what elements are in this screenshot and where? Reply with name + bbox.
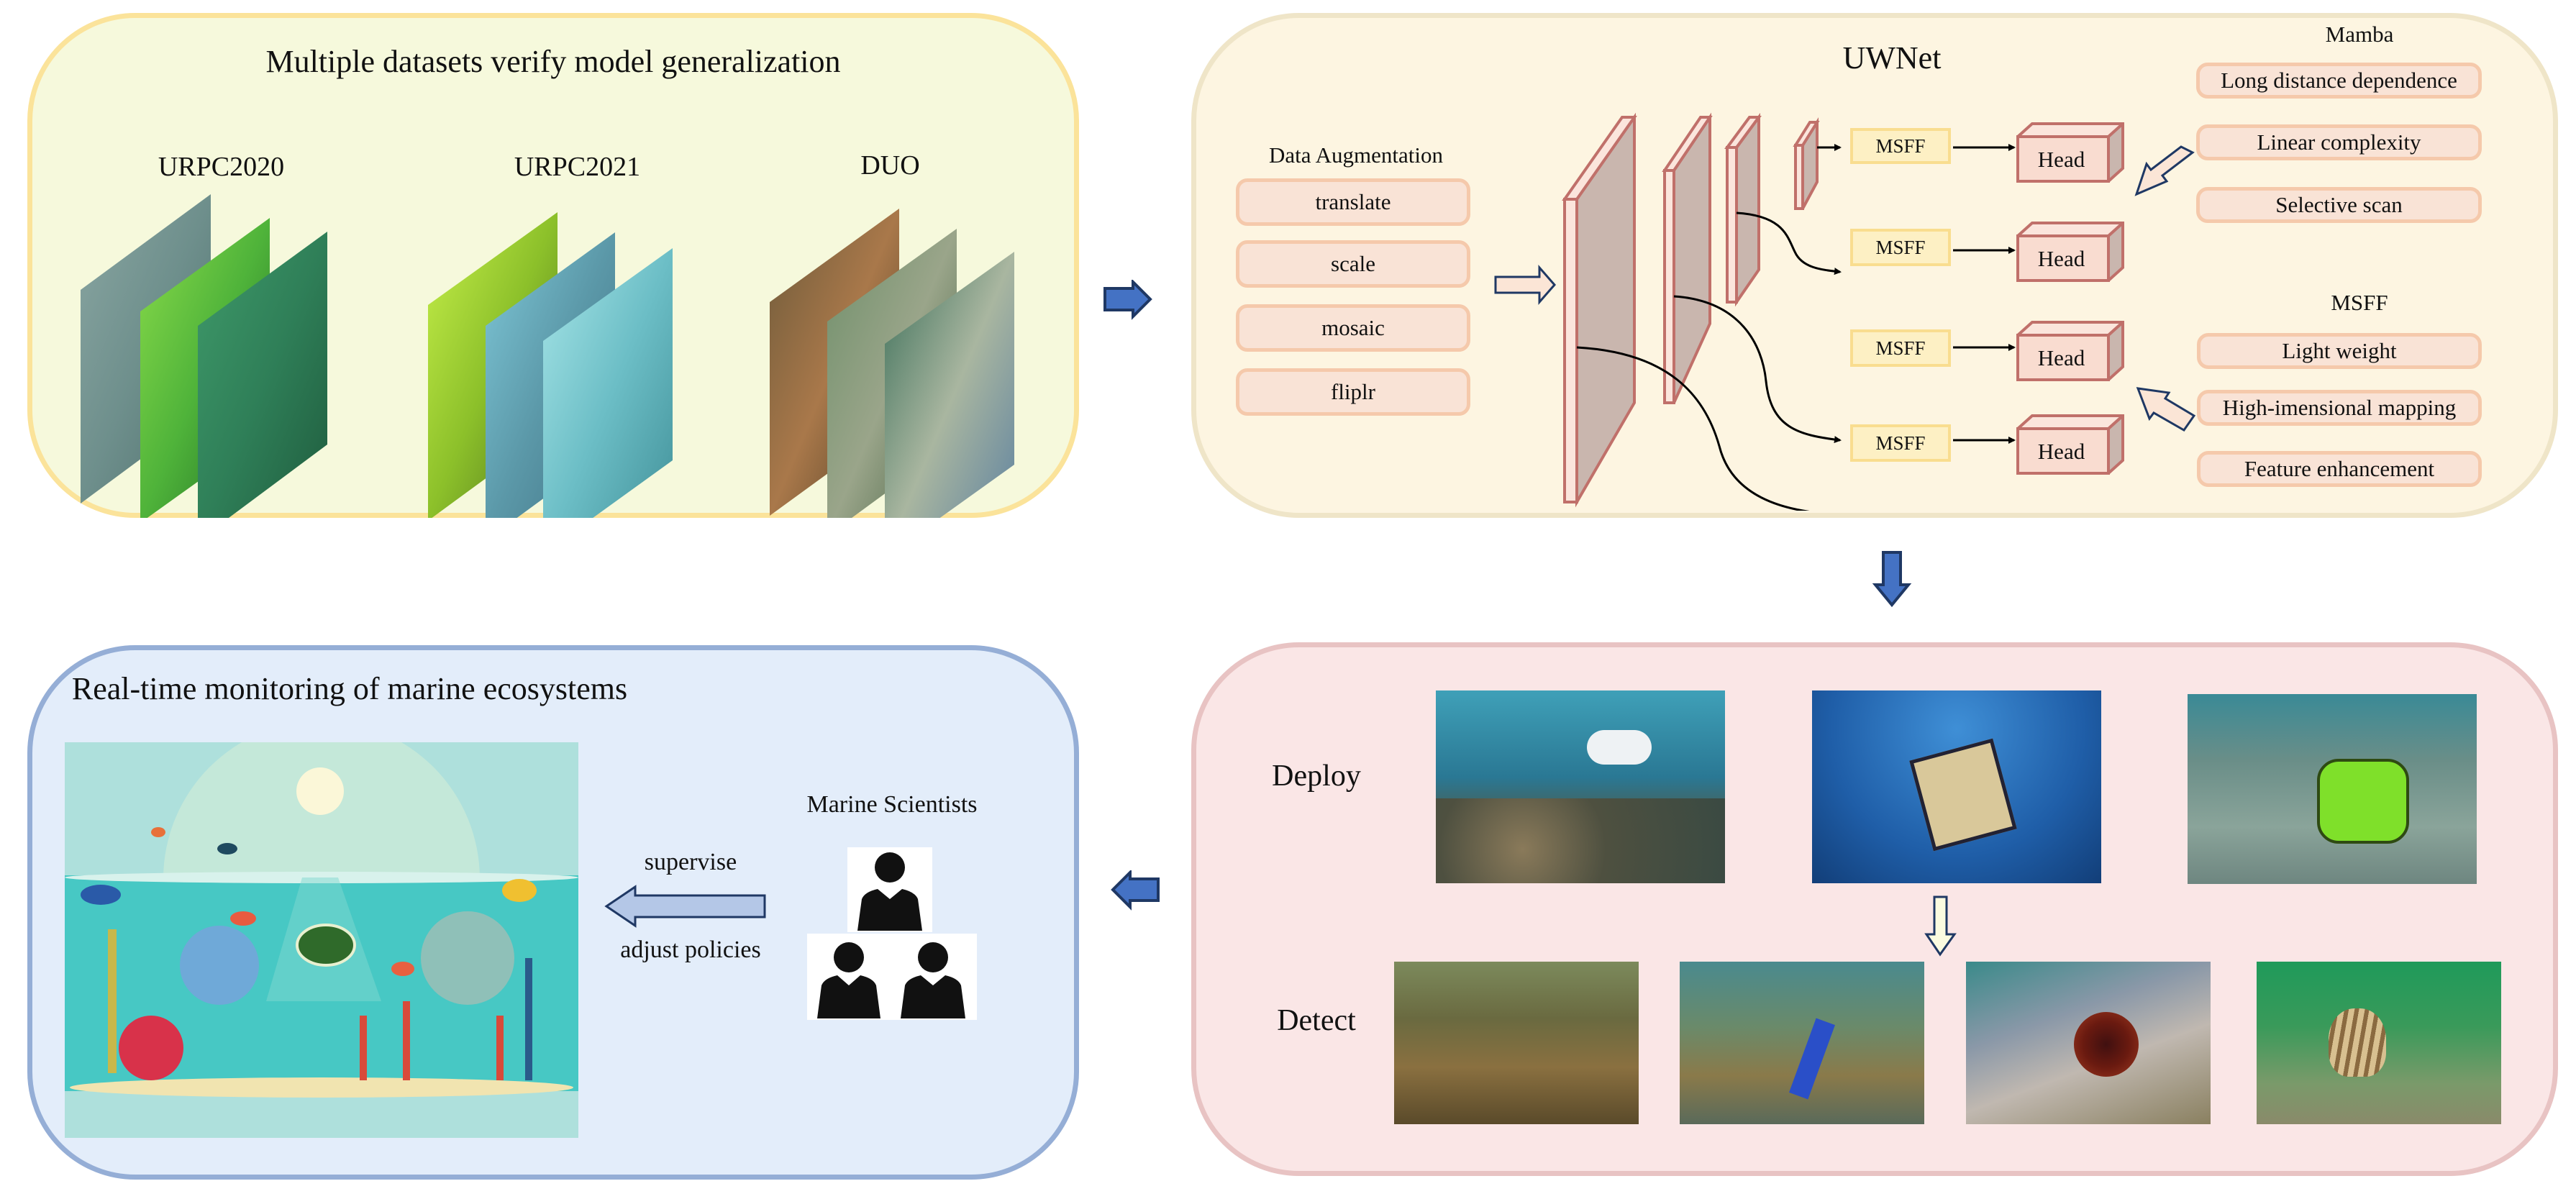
head-box-shape xyxy=(2016,122,2124,183)
msff-block-2: MSFF xyxy=(1850,229,1951,266)
turtle-shape xyxy=(296,924,356,967)
head-label: Head xyxy=(2037,147,2085,172)
dataset-label-urpc2021: URPC2021 xyxy=(514,152,641,182)
head-box-shape xyxy=(2016,222,2124,282)
augmentation-to-backbone-arrow-icon xyxy=(1494,265,1556,305)
backbone-layer-1 xyxy=(1562,112,1637,508)
head-block-3: Head xyxy=(2016,321,2124,381)
coral-shape xyxy=(180,926,259,1005)
sea-urchin-shape xyxy=(2074,1012,2139,1077)
head-label: Head xyxy=(2037,439,2085,464)
head-block-1: Head xyxy=(2016,122,2124,183)
fish-shape xyxy=(230,911,256,926)
head-box-shape xyxy=(2016,321,2124,381)
backbone-layer-2 xyxy=(1662,112,1713,404)
drone-shape xyxy=(1587,730,1652,765)
detect-image-4 xyxy=(2257,962,2501,1124)
coral-reef-illustration xyxy=(65,742,578,1138)
fish-shape xyxy=(391,962,414,976)
green-drone-shape xyxy=(2317,759,2409,844)
detect-label: Detect xyxy=(1277,1004,1356,1037)
marine-scientists-label: Marine Scientists xyxy=(806,791,978,818)
coral-shape xyxy=(119,1016,183,1080)
deploy-image-3 xyxy=(2188,694,2477,884)
dataset-label-urpc2020: URPC2020 xyxy=(158,152,285,182)
backbone-layer-3 xyxy=(1724,112,1762,307)
supervise-arrow-icon xyxy=(604,885,766,928)
rov-shape xyxy=(1909,738,2017,852)
fish-shape xyxy=(81,885,121,905)
connection-layer1-msff4 xyxy=(1576,346,1842,511)
head-block-4: Head xyxy=(2016,414,2124,475)
head-block-2: Head xyxy=(2016,222,2124,282)
augmentation-item-scale: scale xyxy=(1236,240,1470,288)
deploy-image-1 xyxy=(1436,690,1725,883)
flow-arrow-right-icon xyxy=(1103,280,1152,320)
scallop-shape xyxy=(2329,1008,2386,1077)
mamba-to-head-arrow-icon xyxy=(2134,145,2195,196)
urpc2020-image-3 xyxy=(198,232,327,518)
coral-shape xyxy=(421,911,514,1005)
msff-heading: MSFF xyxy=(2331,290,2388,315)
augmentation-item-fliplr: fliplr xyxy=(1236,368,1470,416)
monitoring-title-text: Real-time monitoring of marine ecosystem… xyxy=(71,671,628,706)
mamba-item-selective-scan: Selective scan xyxy=(2196,187,2482,223)
detect-image-1 xyxy=(1394,962,1639,1124)
deploy-to-detect-arrow-icon xyxy=(1924,895,1957,957)
connection-layer3-msff2 xyxy=(1736,211,1842,275)
connection-layer2-msff3 xyxy=(1673,295,1842,444)
sun-icon xyxy=(296,767,344,815)
msff-block-4: MSFF xyxy=(1850,424,1951,462)
fish-shape xyxy=(151,827,165,837)
backbone-layer-4 xyxy=(1793,117,1820,210)
flow-arrow-down-icon xyxy=(1872,551,1912,608)
urpc2021-image-3 xyxy=(543,248,673,518)
msff-item-high-dimensional-mapping: High-imensional mapping xyxy=(2197,390,2482,426)
uwnet-title: UWNet xyxy=(1842,40,1942,76)
head-label: Head xyxy=(2037,246,2085,271)
head-box-shape xyxy=(2016,414,2124,475)
duo-image-3 xyxy=(885,252,1014,518)
msff-item-light-weight: Light weight xyxy=(2197,333,2482,369)
detect-image-3 xyxy=(1966,962,2211,1124)
msff-block-3: MSFF xyxy=(1850,329,1951,367)
backbone-diagram xyxy=(1562,112,2016,511)
dataset-image-stacks xyxy=(81,194,1014,518)
dataset-label-duo: DUO xyxy=(860,150,920,181)
augmentation-item-mosaic: mosaic xyxy=(1236,304,1470,352)
head-label: Head xyxy=(2037,345,2085,370)
marine-scientists-icon xyxy=(807,847,977,1020)
deploy-label: Deploy xyxy=(1272,760,1361,793)
flow-arrow-left-icon xyxy=(1111,870,1160,911)
augmentation-item-translate: translate xyxy=(1236,178,1470,226)
mamba-item-linear-complexity: Linear complexity xyxy=(2196,124,2482,160)
supervise-label: supervise xyxy=(644,849,737,875)
augmentation-heading: Data Augmentation xyxy=(1269,142,1443,168)
fish-shape xyxy=(217,843,237,854)
detect-image-2 xyxy=(1680,962,1924,1124)
datasets-panel-title: Multiple datasets verify model generaliz… xyxy=(265,44,841,79)
fish-shape xyxy=(502,879,537,902)
msff-item-feature-enhancement: Feature enhancement xyxy=(2197,451,2482,487)
mamba-heading: Mamba xyxy=(2325,22,2394,47)
msff-to-head-arrow-icon xyxy=(2136,387,2196,432)
monitoring-panel-title: Real-time monitoring of marine ecosystem… xyxy=(27,670,1079,707)
mamba-item-long-distance-dependence: Long distance dependence xyxy=(2196,63,2482,99)
starfish-shape xyxy=(1789,1018,1835,1100)
deploy-image-2 xyxy=(1812,690,2101,883)
reef-shape xyxy=(1436,798,1725,883)
msff-block-1: MSFF xyxy=(1850,128,1951,164)
adjust-policies-label: adjust policies xyxy=(620,936,761,963)
